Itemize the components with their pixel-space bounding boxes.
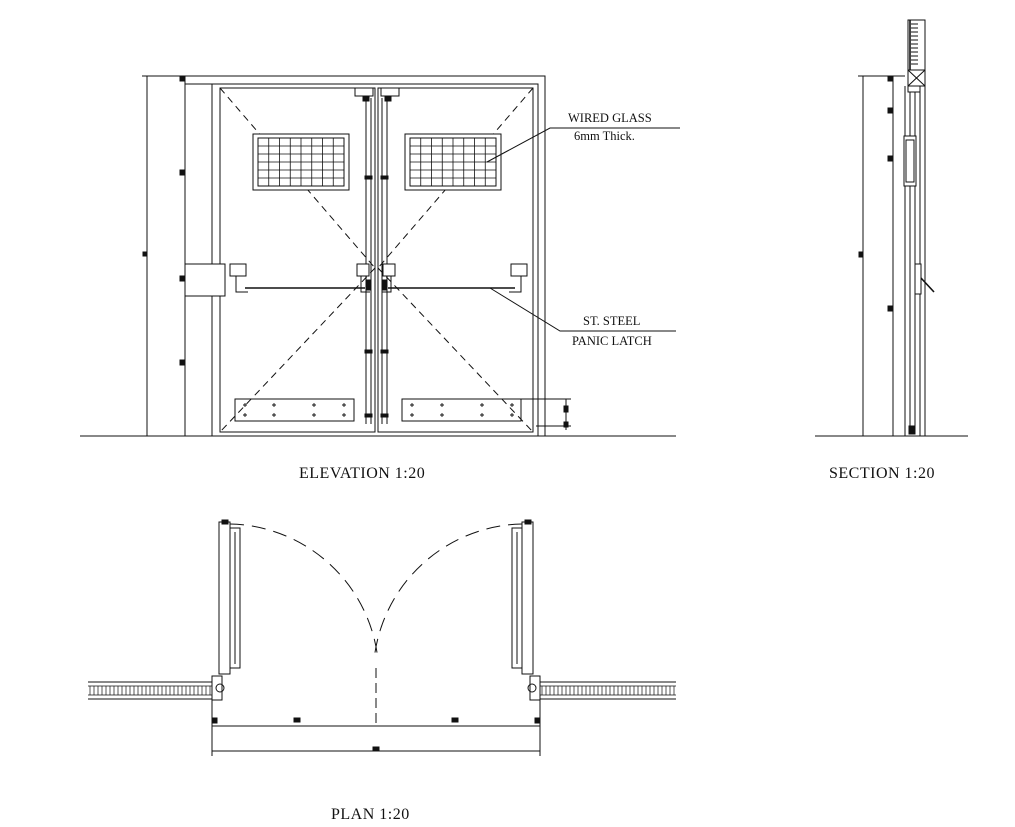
panic-latch-bar xyxy=(184,263,528,297)
panic-latch-label-line1: ST. STEEL xyxy=(583,314,640,328)
plan-right-leaf xyxy=(521,521,534,675)
door-frame-inner xyxy=(211,83,539,437)
left-wall xyxy=(88,681,214,700)
right-door-leaf xyxy=(377,87,534,433)
panic-latch-label-line2: PANIC LATCH xyxy=(572,334,652,348)
plan-view xyxy=(88,519,676,756)
right-swing-arc xyxy=(373,523,523,661)
section-view xyxy=(815,19,968,437)
wired-glass-label-line2: 6mm Thick. xyxy=(574,129,635,143)
swing-diagonals xyxy=(219,87,534,433)
left-door-leaf xyxy=(219,87,376,433)
wired-glass-label-line1: WIRED GLASS xyxy=(568,111,652,125)
kick-plate-right xyxy=(401,398,522,422)
plan-left-leaf xyxy=(218,521,231,675)
elevation-view xyxy=(80,75,680,437)
wired-glass-leader xyxy=(486,127,680,163)
elevation-title: ELEVATION 1:20 xyxy=(299,465,425,482)
kick-plate-left xyxy=(234,398,355,422)
left-swing-arc xyxy=(229,523,379,661)
plan-title: PLAN 1:20 xyxy=(331,806,410,823)
wired-glass-left xyxy=(252,133,350,191)
wired-glass-right xyxy=(404,133,502,191)
right-wall xyxy=(540,681,676,700)
panic-latch-leader xyxy=(489,287,676,332)
section-title: SECTION 1:20 xyxy=(829,465,935,482)
